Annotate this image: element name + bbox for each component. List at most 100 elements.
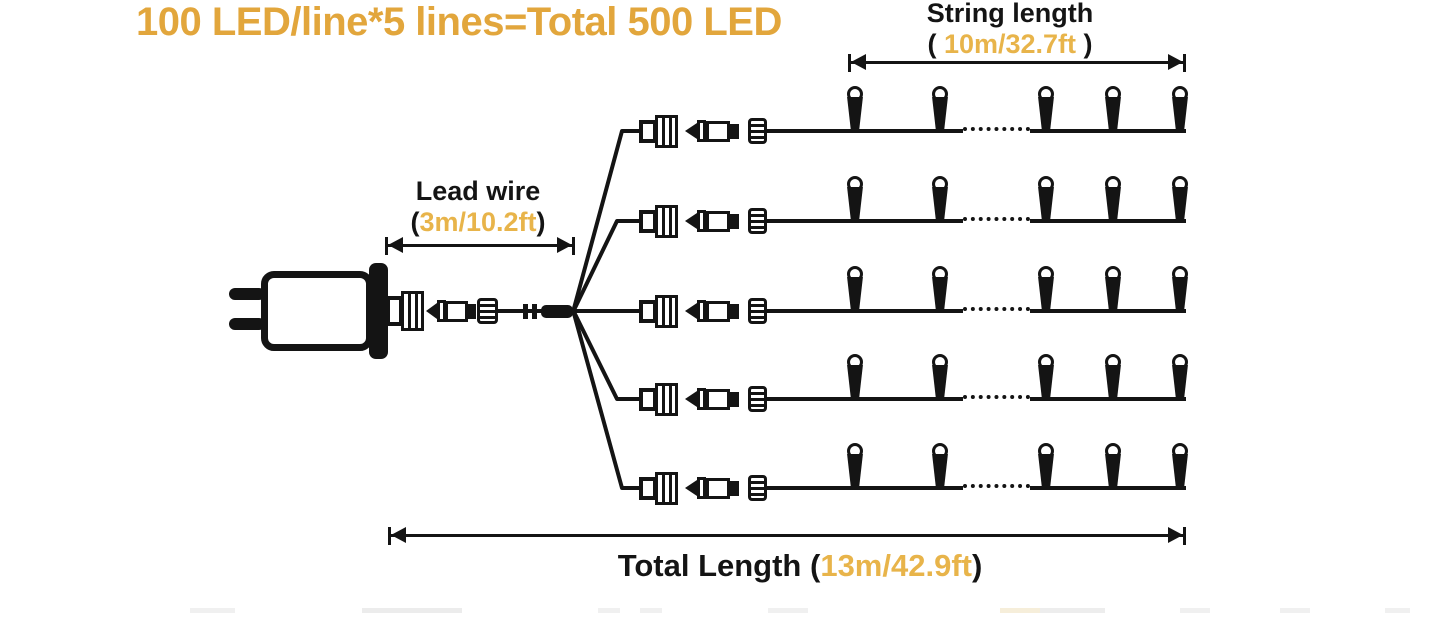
knurled-cap-icon [748, 208, 767, 234]
string-wire [767, 129, 963, 133]
wire-mark [523, 304, 528, 319]
led-body [932, 97, 948, 132]
string-length-text: String length [926, 0, 1094, 28]
led-bulb-icon [844, 443, 866, 489]
led-bulb-icon [929, 443, 951, 489]
male-connector-ring [697, 388, 706, 410]
led-body [1172, 187, 1188, 222]
led-bulb-icon [1102, 443, 1124, 489]
knurled-cap-icon [477, 298, 498, 324]
led-bulb-icon [1035, 443, 1057, 489]
string-wire [767, 309, 963, 313]
string-wire [1030, 309, 1186, 313]
bottom-smudge [362, 608, 462, 613]
string-line [638, 83, 1191, 148]
lead-wire-value-row: (3m/10.2ft) [410, 207, 546, 237]
branch-wire-5 [571, 309, 642, 490]
led-body [847, 187, 863, 222]
led-body [1172, 454, 1188, 489]
led-body [932, 277, 948, 312]
led-bulb-icon [844, 176, 866, 222]
led-bulb-icon [1035, 176, 1057, 222]
arrow-head-left-icon [851, 54, 866, 70]
knurled-cap-icon [748, 386, 767, 412]
lead-wire-arrow [385, 237, 575, 255]
female-connector-icon [655, 115, 678, 148]
total-length-arrow [388, 527, 1186, 545]
led-bulb-icon [1169, 86, 1191, 132]
male-connector-icon [706, 478, 730, 499]
string-wire [1030, 219, 1186, 223]
male-connector-cone [685, 123, 697, 139]
arrow-head-left-icon [391, 527, 406, 543]
knurled-cap-icon [748, 475, 767, 501]
led-bulb-icon [929, 86, 951, 132]
string-length-value: 10m/32.7ft [943, 29, 1077, 59]
adapter-flange [369, 263, 388, 359]
male-connector-cone [685, 213, 697, 229]
led-body [1038, 97, 1054, 132]
female-connector-icon [655, 295, 678, 328]
arrow-head-left-icon [388, 237, 403, 253]
led-bulb-icon [844, 354, 866, 400]
led-body [1038, 277, 1054, 312]
led-bulb-icon [1169, 176, 1191, 222]
string-wire [1030, 397, 1186, 401]
led-body [847, 277, 863, 312]
male-connector-icon [706, 389, 730, 410]
led-body [1105, 454, 1121, 489]
arrow-tick-left [848, 54, 851, 72]
string-wire [767, 397, 963, 401]
male-connector-cone [685, 303, 697, 319]
led-body [1105, 187, 1121, 222]
string-length-value-row: ( 10m/32.7ft ) [927, 29, 1093, 59]
arrow-head-right-icon [1168, 527, 1183, 543]
string-wire [767, 486, 963, 490]
string-line [638, 351, 1190, 416]
female-connector-icon [655, 383, 678, 416]
bottom-smudge [190, 608, 235, 613]
lead-wire-text: Lead wire [415, 176, 541, 206]
branch-wire-1 [571, 129, 642, 313]
male-connector-cone [685, 480, 697, 496]
led-bulb-icon [929, 266, 951, 312]
led-bulb-icon [844, 86, 866, 132]
string-line [638, 440, 1191, 505]
bottom-smudge [1040, 608, 1105, 613]
page-title: 100 LED/line*5 lines=Total 500 LED [136, 0, 782, 44]
arrow-tick-right [1183, 54, 1186, 72]
led-body [932, 454, 948, 489]
led-bulb-icon [1169, 443, 1191, 489]
led-bulb-icon [1102, 176, 1124, 222]
arrow-shaft [390, 534, 1184, 537]
junction-sleeve [541, 305, 573, 318]
string-line [638, 173, 1191, 238]
led-bulb-icon [1169, 266, 1191, 312]
string-wire-continuation-dots [963, 127, 1030, 131]
string-wire-continuation-dots [963, 395, 1030, 399]
led-body [847, 454, 863, 489]
bottom-smudge [1000, 608, 1040, 613]
led-body [1105, 277, 1121, 312]
string-wire-continuation-dots [963, 307, 1030, 311]
led-body [1038, 187, 1054, 222]
arrow-tick-left [388, 527, 391, 545]
string-wire-continuation-dots [963, 217, 1030, 221]
arrow-tick-right [1183, 527, 1186, 545]
led-body [1105, 97, 1121, 132]
male-connector-tip [730, 304, 739, 319]
total-length-label: Total Length (13m/42.9ft) [617, 548, 983, 583]
female-connector-icon [655, 205, 678, 238]
led-body [1038, 454, 1054, 489]
string-length-arrow [848, 54, 1186, 72]
bottom-smudge [1180, 608, 1210, 613]
male-connector-ring [697, 477, 706, 499]
led-bulb-icon [1102, 86, 1124, 132]
led-body [1038, 365, 1054, 400]
bottom-smudge [768, 608, 808, 613]
led-body [1172, 277, 1188, 312]
string-wire-continuation-dots [963, 484, 1030, 488]
male-connector-tip [730, 124, 739, 139]
string-length-label: String length ( 10m/32.7ft ) [880, 0, 1140, 60]
